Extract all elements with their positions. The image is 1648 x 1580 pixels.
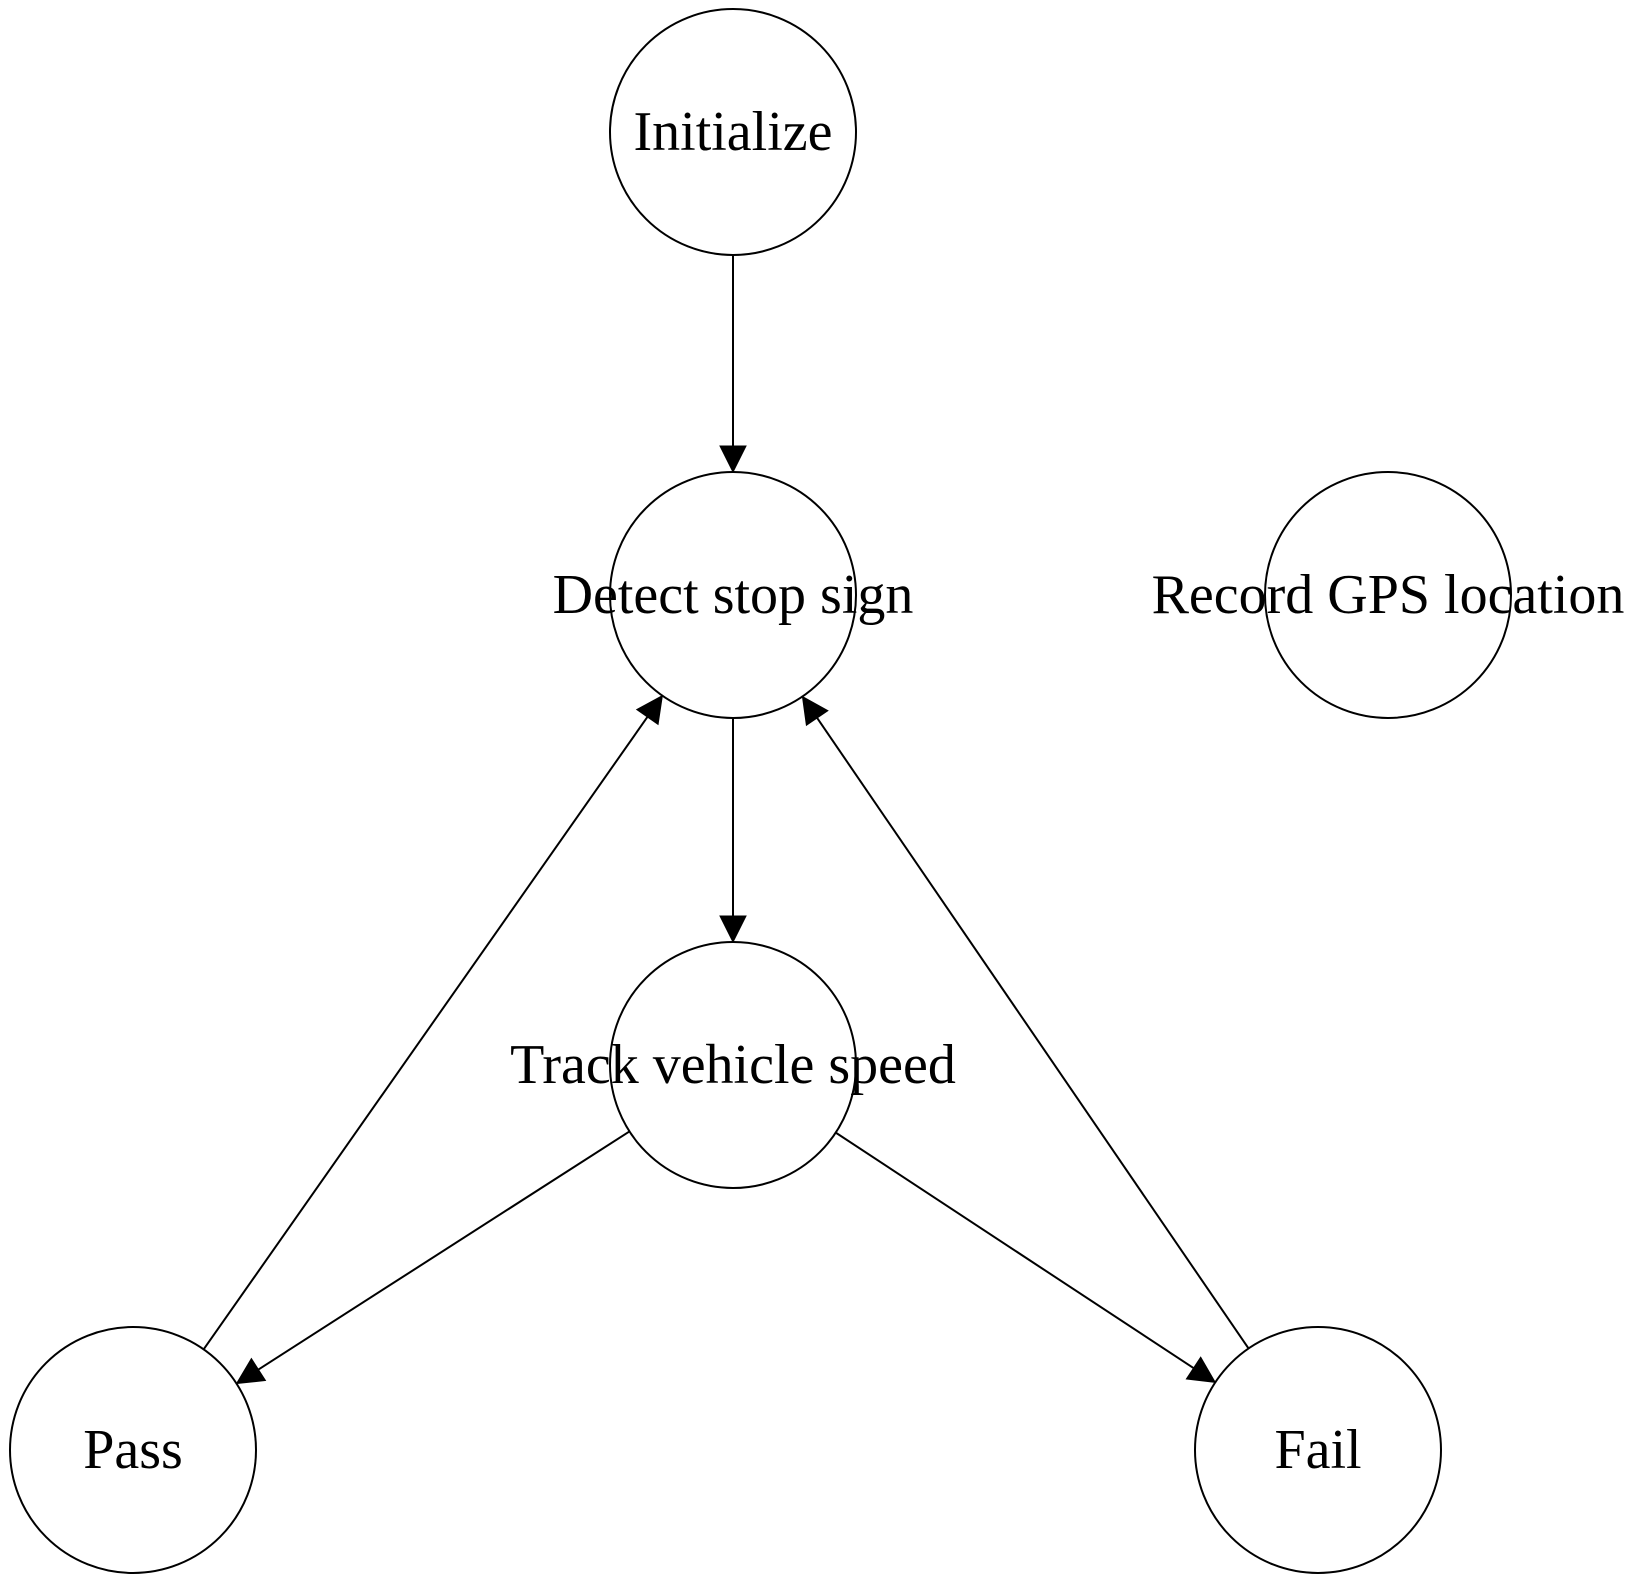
edges-layer [202, 255, 1250, 1385]
node-record-gps-location-label: Record GPS location [1152, 564, 1625, 626]
edge-line [257, 1130, 631, 1371]
node-pass-circle [9, 1326, 257, 1574]
arrowhead-icon [719, 915, 747, 944]
edge-pass-to-detect [202, 694, 663, 1350]
arrowhead-icon [719, 445, 747, 474]
edge-track-to-fail [835, 1131, 1217, 1383]
node-detect-stop-sign[interactable]: Detect stop sign [553, 471, 914, 719]
node-track-vehicle-speed[interactable]: Track vehicle speed [510, 941, 956, 1189]
node-fail-label: Fail [1274, 1419, 1361, 1481]
arrowhead-icon [801, 695, 829, 727]
node-record-gps-location[interactable]: Record GPS location [1152, 471, 1625, 719]
arrowhead-icon [635, 694, 663, 726]
node-pass-label: Pass [83, 1419, 183, 1481]
edge-fail-to-detect [801, 695, 1250, 1350]
node-fail-circle [1194, 1326, 1442, 1574]
node-record-gps-location-circle [1264, 471, 1512, 719]
edge-track-to-pass [235, 1130, 631, 1385]
edge-line [816, 717, 1250, 1350]
node-fail[interactable]: Fail [1194, 1326, 1442, 1574]
node-pass[interactable]: Pass [9, 1326, 257, 1574]
node-detect-stop-sign-circle [609, 471, 857, 719]
node-track-vehicle-speed-circle [609, 941, 857, 1189]
edge-line [202, 716, 649, 1350]
arrowhead-icon [1185, 1356, 1217, 1383]
node-initialize-circle [609, 8, 857, 256]
node-initialize-label: Initialize [633, 101, 832, 163]
node-initialize[interactable]: Initialize [609, 8, 857, 256]
nodes-layer: Initialize Detect stop sign Record GPS l… [9, 8, 1625, 1574]
node-detect-stop-sign-label: Detect stop sign [553, 564, 914, 626]
arrowhead-icon [235, 1357, 267, 1385]
node-track-vehicle-speed-label: Track vehicle speed [510, 1034, 956, 1096]
edge-initialize-to-detect [719, 255, 747, 474]
edge-line [835, 1131, 1195, 1369]
edge-detect-to-track [719, 718, 747, 944]
